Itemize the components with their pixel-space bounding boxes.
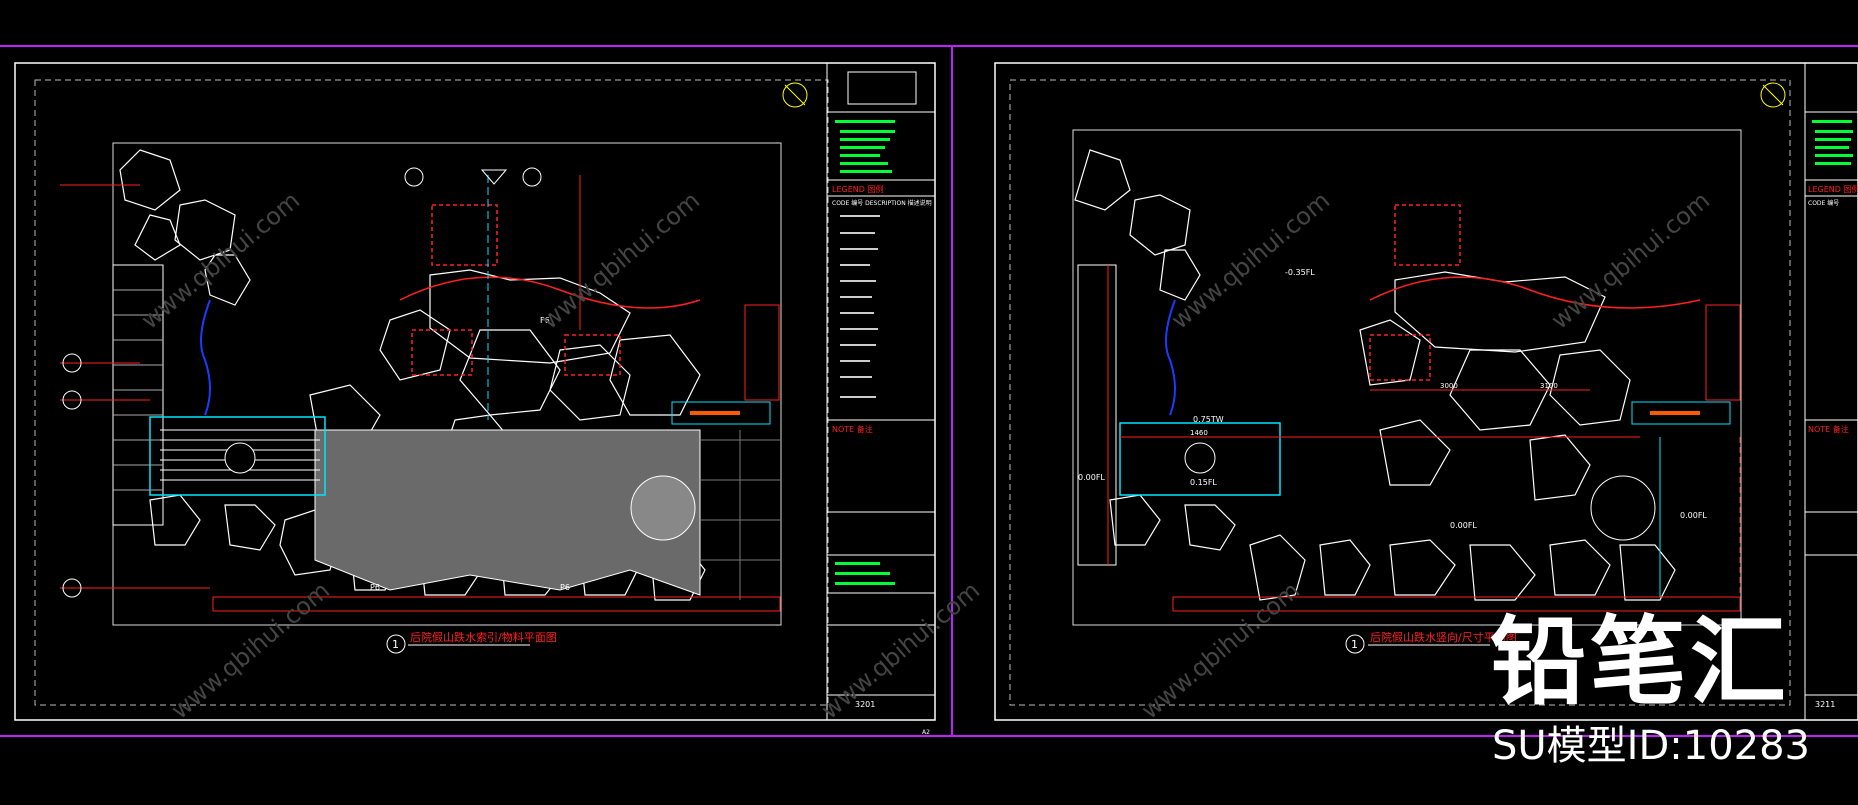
watermark-text: www.qbihui.com xyxy=(536,186,705,334)
north-arrow-icon xyxy=(1760,82,1786,108)
dimension-label: 1460 xyxy=(1190,429,1208,437)
watermark-text: www.qbihui.com xyxy=(1136,576,1305,724)
level-label: P6 xyxy=(370,583,380,592)
dimension-label: 3100 xyxy=(1540,382,1558,390)
corner-mark: A2 xyxy=(922,729,930,736)
model-id-watermark: SU模型ID:10283 xyxy=(1492,723,1810,769)
level-label: F6 xyxy=(540,316,550,325)
sheet-1: F6 P6 P6 1 后院假山跌水索引/物料平面图 LEGEND 图例 CODE… xyxy=(14,62,936,736)
elevation-label: 0.75TW xyxy=(1193,415,1224,424)
level-label: P6 xyxy=(560,583,570,592)
sheet-number: 3211 xyxy=(1815,700,1835,709)
sheet-2: 0.75TW 0.15FL 0.00FL 0.00FL -0.35FL 1460… xyxy=(994,62,1858,721)
drawing-index: 1 xyxy=(1351,638,1358,651)
drawing-index-circle xyxy=(1345,634,1365,654)
north-arrow-icon xyxy=(782,82,808,108)
drawing-title: 后院假山跌水索引/物料平面图 xyxy=(410,630,557,644)
dimension-label: 3000 xyxy=(1440,382,1458,390)
elevation-label: 0.00FL xyxy=(1450,521,1477,530)
callout-bubble xyxy=(62,578,82,598)
drawing-index: 1 xyxy=(392,638,399,651)
legend-header: LEGEND 图例 xyxy=(1808,184,1858,194)
gravel-area xyxy=(314,429,701,596)
callout-bubble xyxy=(404,167,424,187)
deck-platform xyxy=(149,416,326,496)
elevation-label: -0.35FL xyxy=(1285,268,1315,277)
brand-watermark: 铅笔汇 xyxy=(1490,606,1790,718)
note-header: NOTE 备注 xyxy=(1808,424,1849,434)
drawing-title: 后院假山跌水竖向/尺寸平面图 xyxy=(1370,630,1517,644)
legend-columns: CODE 编号 DESCRIPTION 描述说明 xyxy=(832,199,932,207)
callout-bubble xyxy=(62,390,82,410)
deck-platform xyxy=(1119,422,1281,496)
watermark-text: www.qbihui.com xyxy=(816,576,985,724)
drawing-index-circle xyxy=(386,634,406,654)
callout-bubble xyxy=(522,167,542,187)
watermark-text: www.qbihui.com xyxy=(1546,186,1715,334)
elevation-label: 0.00FL xyxy=(1680,511,1707,520)
legend-columns: CODE 编号 xyxy=(1808,199,1839,207)
watermark-text: www.qbihui.com xyxy=(136,186,305,334)
note-header: NOTE 备注 xyxy=(832,424,873,434)
callout-bubble xyxy=(62,353,82,373)
elevation-label: 0.00FL xyxy=(1078,473,1105,482)
sheet-number: 3201 xyxy=(855,700,875,709)
elevation-label: 0.15FL xyxy=(1190,478,1217,487)
legend-header: LEGEND 图例 xyxy=(832,184,883,194)
watermark-text: www.qbihui.com xyxy=(166,576,335,724)
